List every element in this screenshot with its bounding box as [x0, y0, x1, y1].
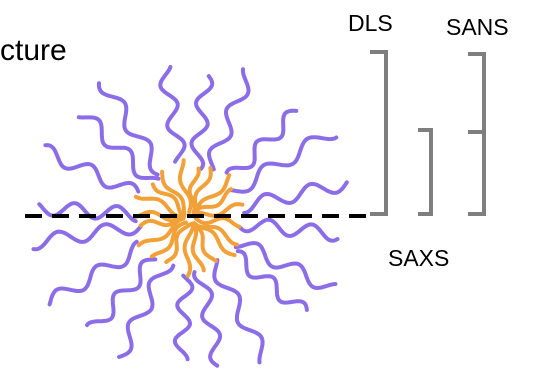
- corona-chain: [189, 74, 215, 171]
- core-chain: [192, 187, 233, 216]
- corona-chain: [47, 239, 139, 307]
- corona-chain: [85, 257, 158, 328]
- corona-chain: [117, 263, 176, 359]
- sans-label: SANS: [446, 14, 509, 40]
- dls-bracket: [370, 50, 388, 216]
- sans-bracket: [468, 52, 486, 216]
- corona-chain: [43, 143, 141, 194]
- corona-chain: [242, 180, 349, 215]
- core-chain: [194, 216, 242, 229]
- corona-chain: [192, 270, 223, 368]
- corona-chain: [235, 249, 309, 312]
- corona-chain: [207, 67, 251, 172]
- core-chain: [160, 169, 187, 217]
- corona-chain: [237, 217, 340, 243]
- saxs-bracket: [418, 128, 433, 216]
- core-chain: [177, 158, 193, 215]
- corona-chain: [76, 115, 161, 181]
- corona-chain: [158, 65, 187, 164]
- dls-label: DLS: [348, 10, 393, 36]
- corona-chain: [233, 241, 338, 290]
- core-chain: [150, 182, 186, 219]
- corona-chain: [224, 108, 299, 175]
- corona-chain: [172, 273, 195, 362]
- core-chain: [164, 222, 192, 264]
- corona-chain: [31, 222, 143, 252]
- core-chain: [193, 173, 232, 217]
- core-chain: [182, 222, 195, 278]
- core-chain: [189, 222, 218, 263]
- core-chain: [193, 166, 213, 216]
- corona-chain: [229, 135, 339, 194]
- core-chain: [190, 221, 206, 273]
- corona-chain: [212, 258, 265, 365]
- saxs-label: SAXS: [388, 245, 450, 271]
- core-chain: [149, 220, 188, 259]
- corona-chain: [37, 201, 138, 224]
- title-fragment: cture: [0, 34, 67, 67]
- core-chain: [190, 222, 237, 258]
- corona-chain: [96, 81, 160, 177]
- corona-chains: [31, 65, 349, 368]
